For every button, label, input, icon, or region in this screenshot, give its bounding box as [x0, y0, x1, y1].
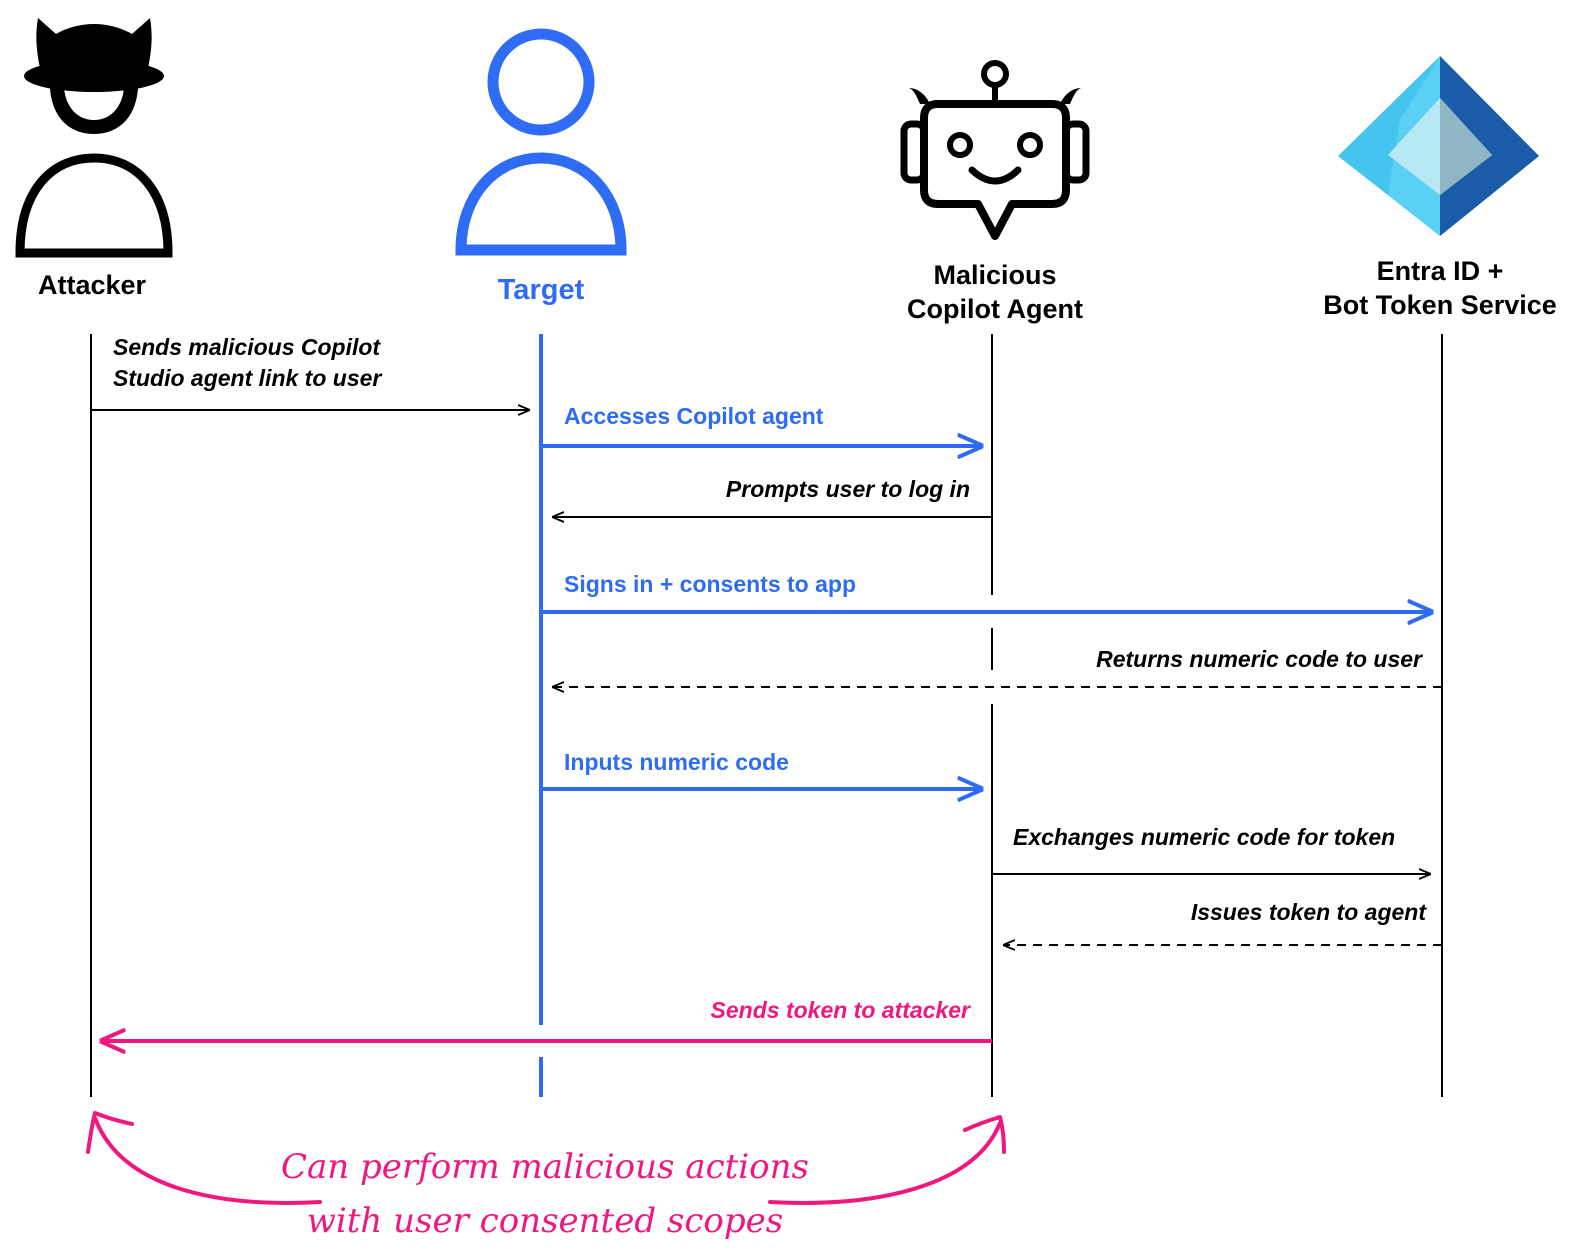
user-icon	[455, 28, 627, 256]
note-text: Can perform malicious actions with user …	[281, 1147, 809, 1241]
actor-label-agent: Malicious Copilot Agent	[907, 260, 1083, 324]
message-label: Sends token to attacker	[710, 997, 970, 1023]
message-label: Signs in + consents to app	[564, 571, 857, 597]
robot-icon	[900, 60, 1090, 240]
actor-label-entra: Entra ID + Bot Token Service	[1323, 256, 1557, 320]
entra-id-icon	[1338, 56, 1539, 236]
message-label: Sends malicious Copilot Studio agent lin…	[113, 334, 382, 391]
actor-label-attacker: Attacker	[37, 270, 147, 300]
hacker-icon	[15, 18, 173, 258]
message-label: Issues token to agent	[1190, 899, 1426, 925]
message-label: Prompts user to log in	[725, 476, 970, 502]
message-label: Returns numeric code to user	[1096, 646, 1422, 672]
message-label: Inputs numeric code	[564, 749, 789, 775]
message-label: Exchanges numeric code for token	[1013, 824, 1396, 850]
actor-label-target: Target	[497, 274, 585, 306]
message-label: Accesses Copilot agent	[564, 403, 824, 429]
note-arrows	[86, 1111, 1006, 1205]
